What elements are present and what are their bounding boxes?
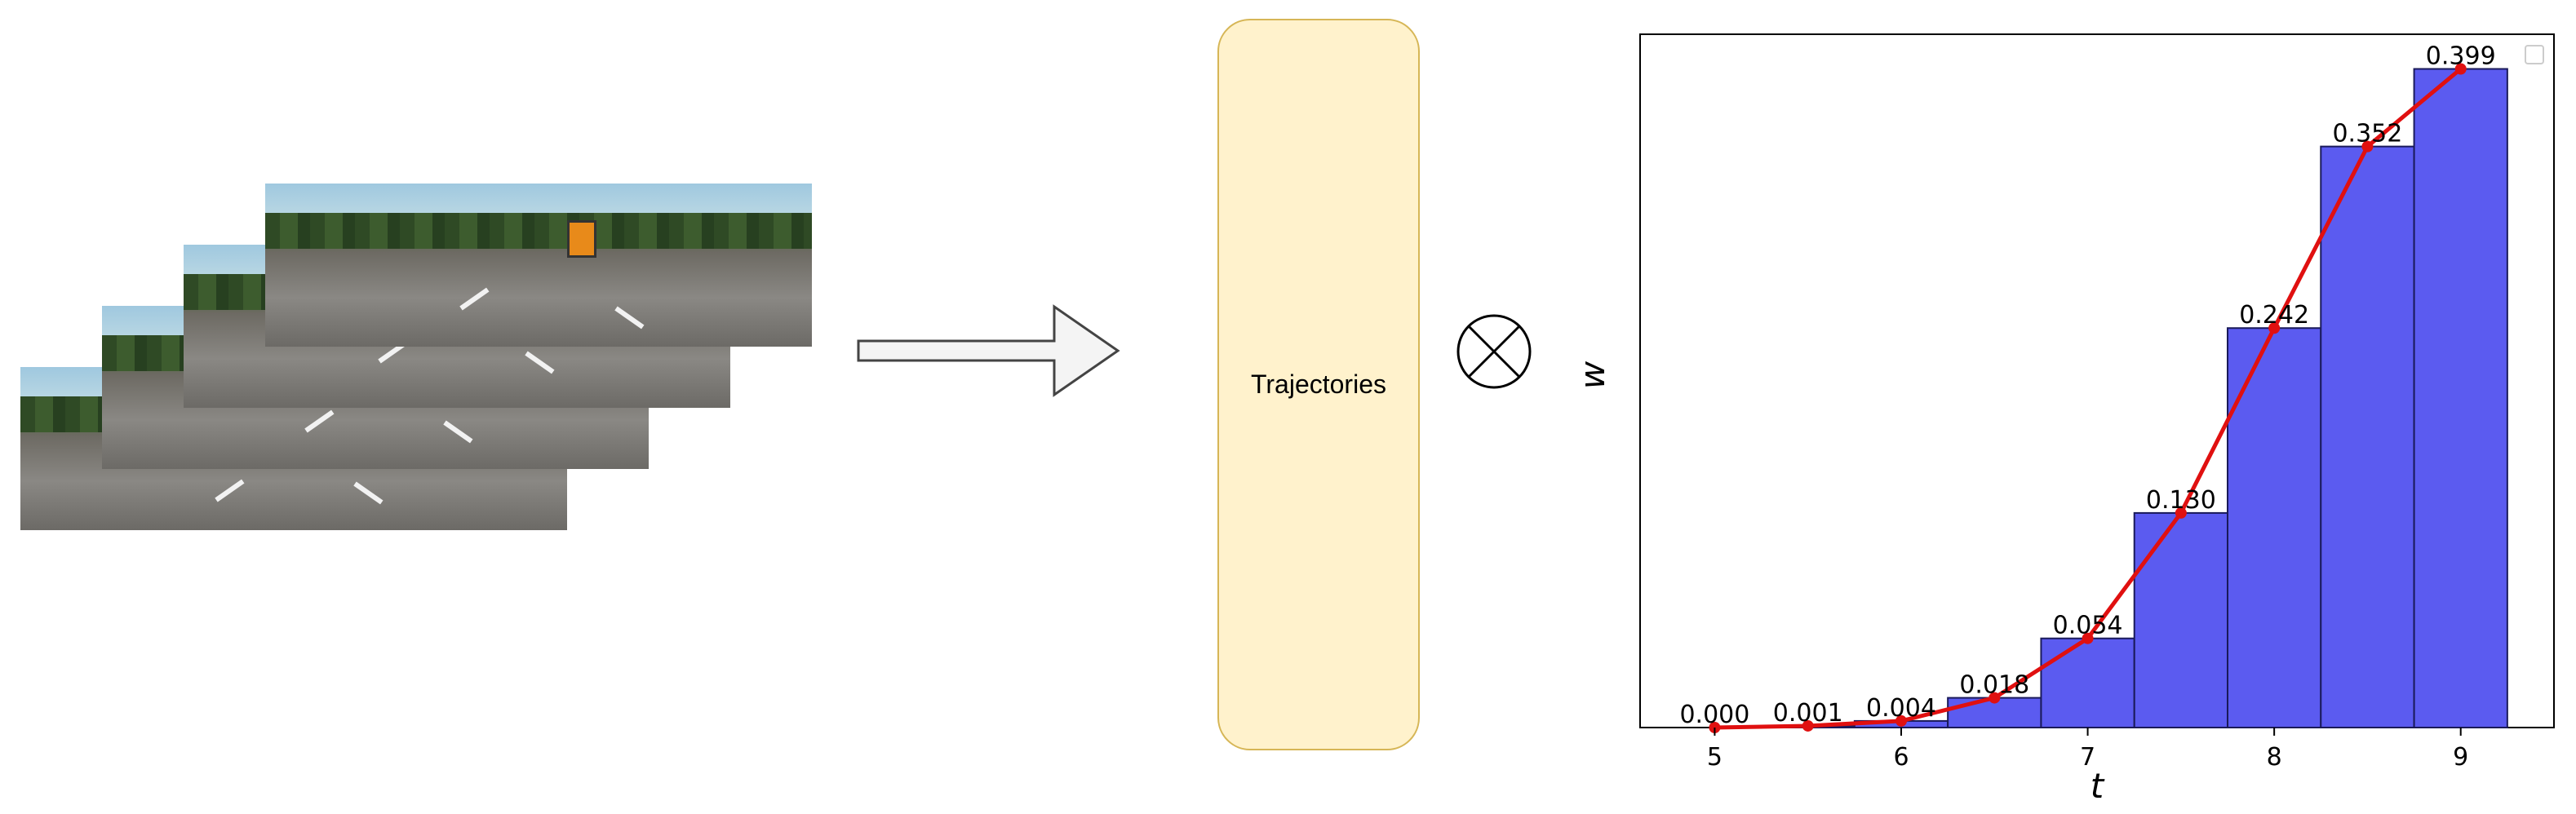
x-tick-label-1: 6	[1893, 743, 1909, 772]
bar-value-label-7: 0.352	[2332, 120, 2402, 148]
x-tick-label-3: 8	[2267, 743, 2282, 772]
bar-value-label-3: 0.018	[1959, 671, 2029, 700]
trend-point-4	[2082, 632, 2094, 644]
legend-box	[2525, 45, 2544, 64]
trend-point-5	[2175, 507, 2187, 519]
bar-5	[2133, 511, 2229, 729]
bar-value-label-6: 0.242	[2239, 301, 2309, 330]
x-tick-label-0: 5	[1707, 743, 1723, 772]
x-axis-label: t	[2091, 766, 2105, 806]
bar-value-label-4: 0.054	[2053, 612, 2123, 640]
bar-6	[2227, 327, 2322, 728]
flow-arrow-icon	[857, 304, 1120, 397]
bar-7	[2320, 145, 2415, 729]
bar-3	[1947, 697, 2042, 728]
bar-value-label-0: 0.000	[1679, 701, 1749, 729]
trend-point-8	[2454, 63, 2467, 75]
bar-value-label-5: 0.130	[2146, 486, 2216, 515]
bar-value-label-1: 0.001	[1773, 699, 1843, 728]
bar-8	[2413, 68, 2508, 728]
sign-icon	[567, 220, 596, 258]
trend-point-1	[1802, 719, 1814, 732]
trend-point-3	[1989, 692, 2001, 704]
bar-value-label-2: 0.004	[1866, 694, 1936, 723]
y-axis-label: w	[1583, 361, 1612, 389]
camera-frame-4	[265, 184, 812, 347]
weight-chart: 0.000 0.001 0.004 0.018 0.054 0.130 0.242 0.352…	[1583, 33, 2555, 806]
trend-point-2	[1895, 714, 1907, 727]
bar-value-label-8: 0.399	[2426, 42, 2496, 71]
x-tick-label-2: 7	[2080, 743, 2095, 772]
multiply-operator-icon	[1456, 314, 1532, 389]
trajectories-label: Trajectories	[1251, 369, 1386, 399]
trend-point-7	[2361, 140, 2374, 153]
camera-frame-stack	[0, 0, 824, 555]
x-tick-label-4: 9	[2453, 743, 2468, 772]
bar-4	[2040, 637, 2135, 729]
trend-point-6	[2268, 322, 2281, 334]
trajectories-box: Trajectories	[1217, 19, 1420, 750]
